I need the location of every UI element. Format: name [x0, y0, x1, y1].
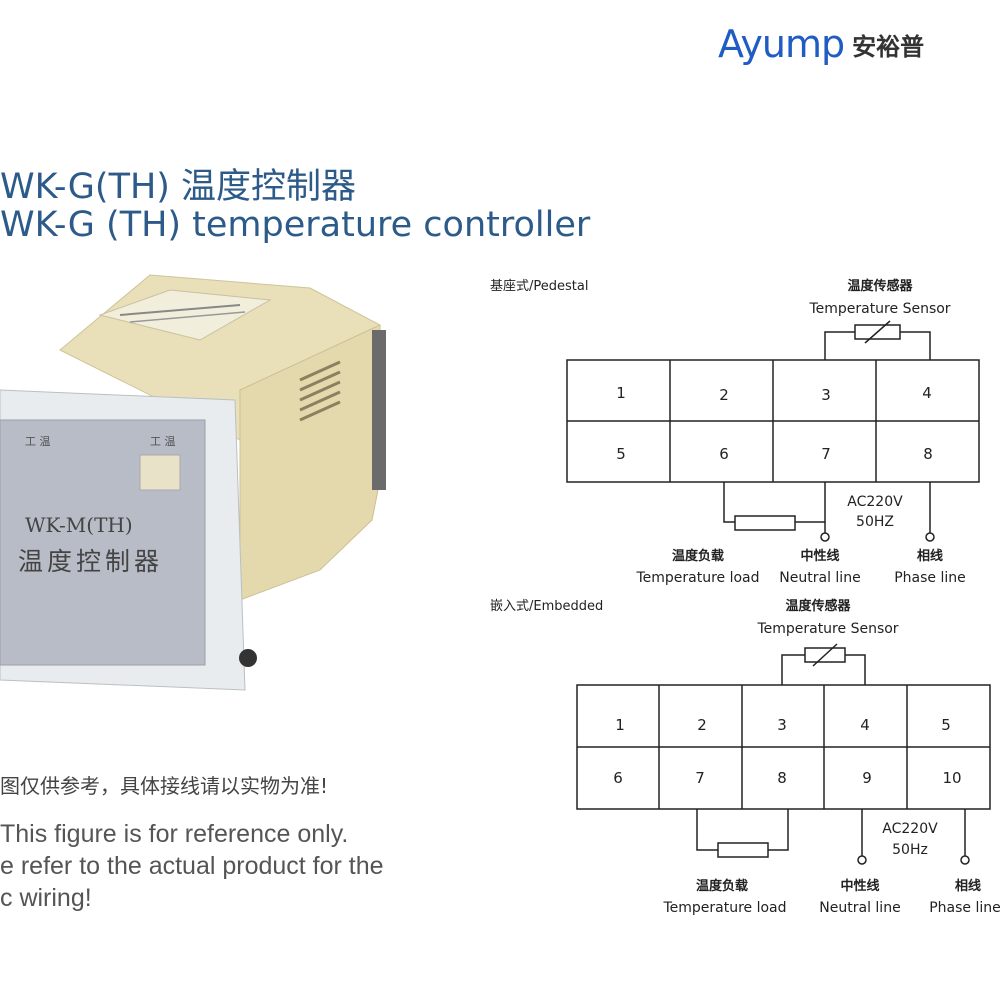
pedestal-terminal-7: 7 — [821, 445, 831, 463]
embedded-phase-cn: 相线 — [955, 878, 981, 894]
product-face-name: 温度控制器 — [18, 547, 163, 576]
brand-name-en: Ayump — [718, 22, 845, 66]
embedded-terminal-9: 9 — [862, 769, 872, 787]
product-face-model: WK-M(TH) — [25, 513, 133, 537]
page-title-cn: WK-G(TH) 温度控制器 — [0, 167, 357, 207]
reference-note-en-1: This figure is for reference only. — [0, 820, 349, 848]
embedded-sensor-en: Temperature Sensor — [756, 621, 898, 637]
page-title-en: WK-G (TH) temperature controller — [0, 205, 591, 245]
pedestal-neutral-en: Neutral line — [779, 570, 860, 586]
pedestal-title: 基座式/Pedestal — [490, 279, 588, 294]
embedded-terminal-4: 4 — [860, 716, 870, 734]
pedestal-sensor-cn: 温度传感器 — [847, 278, 913, 294]
pedestal-load-cn: 温度负载 — [672, 548, 724, 564]
embedded-terminal-1: 1 — [615, 716, 625, 734]
embedded-terminal-10: 10 — [942, 769, 961, 787]
pedestal-load-en: Temperature load — [635, 570, 759, 586]
pedestal-sensor-en: Temperature Sensor — [808, 301, 950, 317]
brand-logo: Ayump 安裕普 — [718, 22, 924, 66]
embedded-phase-en: Phase line — [929, 900, 1000, 916]
brand-name-cn: 安裕普 — [852, 32, 925, 61]
pedestal-terminal-2: 2 — [719, 386, 729, 404]
pedestal-terminal-8: 8 — [923, 445, 933, 463]
embedded-title: 嵌入式/Embedded — [490, 599, 603, 614]
embedded-terminal-6: 6 — [613, 769, 623, 787]
pedestal-load-symbol — [734, 515, 796, 531]
embedded-neutral-en: Neutral line — [819, 900, 900, 916]
reference-note-en-3: c wiring! — [0, 884, 92, 912]
svg-text:工 温: 工 温 — [25, 435, 51, 448]
embedded-supply-frequency: 50Hz — [892, 842, 928, 858]
pedestal-supply-voltage: AC220V — [847, 494, 903, 510]
wiring-diagrams: 基座式/Pedestal 温度传感器 Temperature Sensor 1 … — [490, 278, 1000, 916]
pedestal-terminal-4: 4 — [922, 384, 932, 402]
embedded-sensor-cn: 温度传感器 — [785, 598, 851, 614]
embedded-load-en: Temperature load — [662, 900, 786, 916]
pedestal-terminal-5: 5 — [616, 445, 626, 463]
embedded-terminal-7: 7 — [695, 769, 705, 787]
pedestal-phase-en: Phase line — [894, 570, 966, 586]
pedestal-terminal-3: 3 — [821, 386, 831, 404]
reference-note-en-2: e refer to the actual product for the — [0, 852, 384, 880]
embedded-load-symbol — [717, 842, 769, 858]
pedestal-supply-frequency: 50HZ — [856, 514, 894, 530]
embedded-load-cn: 温度负载 — [696, 878, 748, 894]
embedded-terminal-2: 2 — [697, 716, 707, 734]
svg-text:工 温: 工 温 — [150, 435, 176, 448]
product-photo: 工 温 工 温 WK-M(TH) 温度控制器 — [0, 274, 386, 691]
embedded-supply-voltage: AC220V — [882, 821, 938, 837]
pedestal-neutral-cn: 中性线 — [800, 548, 839, 564]
embedded-terminal-3: 3 — [777, 716, 787, 734]
reference-note-cn: 图仅供参考，具体接线请以实物为准! — [0, 774, 329, 798]
pedestal-terminal-1: 1 — [616, 384, 626, 402]
pedestal-phase-cn: 相线 — [917, 548, 943, 564]
embedded-terminal-8: 8 — [777, 769, 787, 787]
embedded-neutral-cn: 中性线 — [840, 878, 879, 894]
embedded-terminal-5: 5 — [941, 716, 951, 734]
pedestal-terminal-6: 6 — [719, 445, 729, 463]
